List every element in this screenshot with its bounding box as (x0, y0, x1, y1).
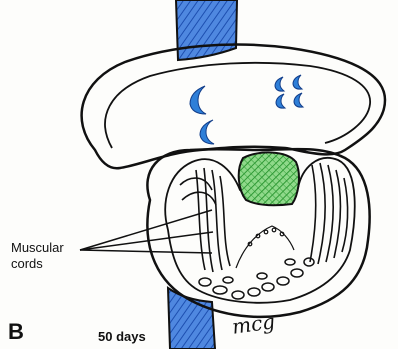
left-trabeculae (180, 168, 230, 272)
right-trabeculae (310, 163, 348, 264)
upper-blood-vessel (176, 0, 237, 60)
age-label: 50 days (98, 329, 146, 344)
cartilage-marks (190, 75, 303, 144)
lower-blood-vessel (168, 288, 215, 349)
muscular-cords-label: Muscular cords (11, 240, 64, 272)
lower-trabecular-pockets (199, 258, 314, 299)
upper-mass-inner-line (105, 63, 370, 148)
panel-letter: B (8, 319, 24, 345)
muscular-cords-label-line1: Muscular (11, 240, 64, 256)
green-ventricle-region (239, 152, 299, 205)
muscular-cords-label-line2: cords (11, 256, 64, 272)
